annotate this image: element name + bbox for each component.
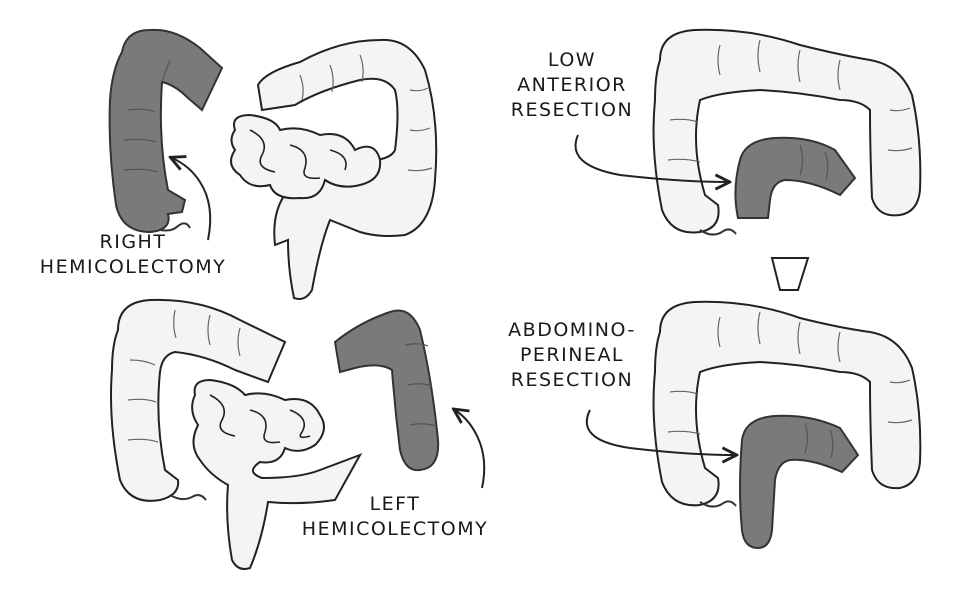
label-left-hemicolectomy: LEFT HEMICOLECTOMY: [301, 493, 489, 540]
rectal-stump-icon: [770, 257, 810, 291]
remaining-colon: [110, 298, 287, 502]
resected-ascending-colon: [108, 28, 224, 234]
label-abdomino-perineal-resection: ABDOMINO- PERINEAL RESECTION: [508, 319, 636, 391]
label-low-anterior-resection: LOW ANTERIOR RESECTION: [510, 49, 634, 121]
panel-abdomino-perineal-resection: [585, 300, 922, 550]
panel-left-hemicolectomy: [110, 298, 486, 570]
label-right-hemicolectomy: RIGHT HEMICOLECTOMY: [39, 231, 227, 278]
panel-low-anterior-resection: [574, 28, 922, 236]
resected-rectum: [739, 414, 860, 550]
remaining-colon: [652, 300, 922, 507]
remaining-colon: [652, 28, 922, 234]
panel-right-hemicolectomy: [108, 28, 438, 300]
small-bowel: [191, 378, 363, 570]
resected-sigmoid: [734, 136, 857, 219]
resected-descending-colon: [333, 309, 440, 472]
